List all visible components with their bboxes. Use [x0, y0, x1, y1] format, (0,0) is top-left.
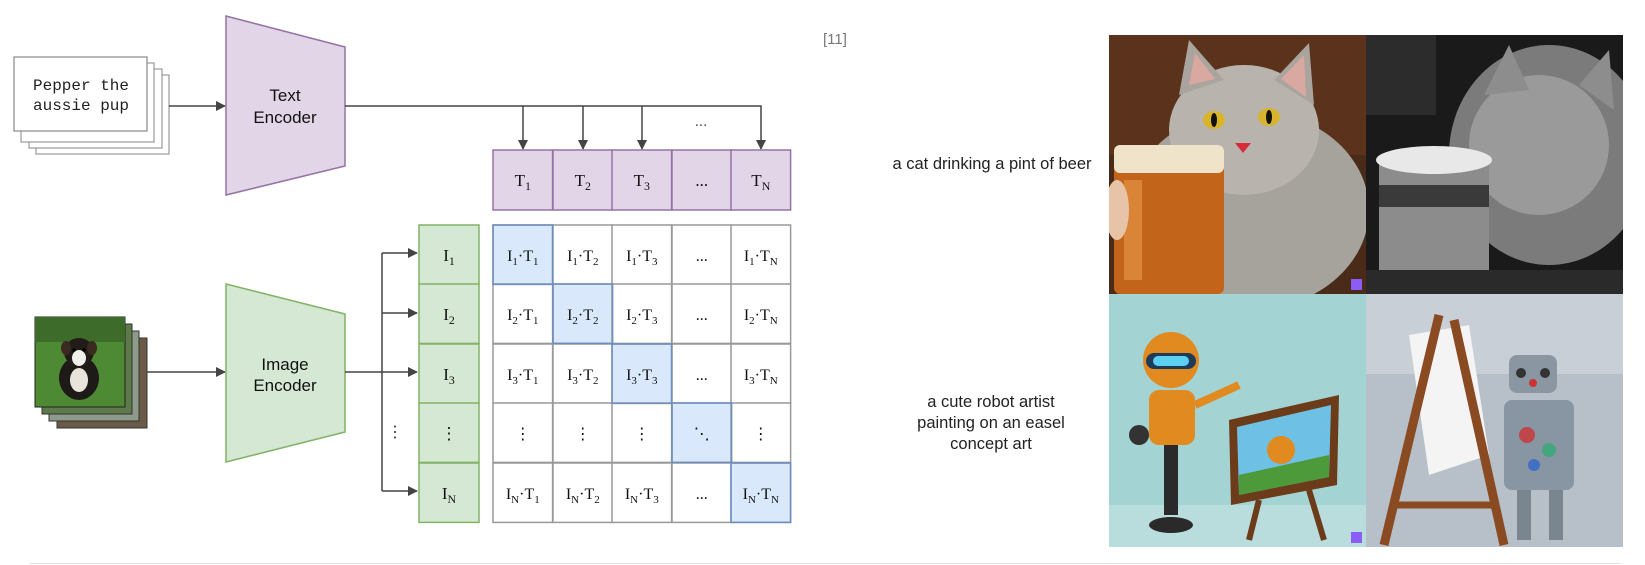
matrix-cell-label: I2·TN — [744, 307, 778, 327]
matrix-cell-label: ⋮ — [575, 426, 591, 443]
matrix-cell — [611, 402, 673, 464]
text-embedding-arrows — [345, 105, 766, 150]
matrix-cell — [492, 283, 554, 345]
matrix-cell-label: IN·T1 — [506, 486, 540, 506]
matrix-cell-label: IN·T3 — [625, 486, 659, 506]
matrix-cell-label: I3·TN — [744, 367, 778, 387]
caption-line: a cute robot artist — [927, 393, 1055, 411]
caption-line: a cat drinking a pint of beer — [892, 155, 1092, 173]
bottom-divider — [30, 563, 1620, 564]
text-encoder: Text Encoder — [225, 15, 346, 196]
matrix-cell-label: I3·T2 — [567, 367, 598, 387]
matrix-cell-label: I1·T3 — [626, 248, 658, 268]
image-embedding-arrows — [345, 248, 418, 496]
image-encoder-label-1: Image — [261, 355, 308, 374]
matrix-cell-label: IN·T2 — [566, 486, 600, 506]
text-encoder-label-2: Encoder — [253, 108, 317, 127]
matrix-cell-label: I2·T3 — [626, 307, 658, 327]
matrix-cell — [730, 402, 792, 464]
image-embedding-cell — [418, 283, 480, 345]
image-embedding-label: IN — [442, 484, 457, 506]
text-encoder-label-1: Text — [269, 86, 300, 105]
matrix-cell-label: ⋮ — [634, 426, 650, 443]
caption-cat-beer: a cat drinking a pint of beer — [876, 154, 1108, 175]
image-embedding-label: I1 — [443, 246, 455, 268]
image-cat-beer-color — [1109, 35, 1369, 310]
caption-line: painting on an easel — [917, 414, 1065, 432]
left-dots: ⋮ — [387, 424, 403, 441]
matrix-cell-label: I1·T2 — [567, 248, 598, 268]
matrix-cell — [552, 402, 614, 464]
text-input-line-2: aussie pup — [33, 97, 129, 115]
image-embedding-cell — [418, 402, 480, 464]
image-encoder: Image Encoder — [225, 283, 346, 463]
matrix-cell-label: ... — [696, 486, 708, 503]
matrix-cell-label: I3·T3 — [626, 367, 658, 387]
matrix-cell — [492, 462, 554, 524]
matrix-cell — [671, 462, 733, 524]
matrix-cell — [671, 283, 733, 345]
matrix-cell-label: ... — [696, 307, 708, 324]
matrix-cell-label: I2·T2 — [567, 307, 598, 327]
matrix-cell-diagonal-border — [552, 283, 614, 345]
caption-line: concept art — [950, 435, 1032, 453]
matrix-cell-diagonal-border — [492, 224, 554, 286]
text-embedding-label: TN — [751, 171, 770, 193]
matrix-cell-label: IN·TN — [743, 486, 779, 506]
matrix-cell — [671, 224, 733, 286]
matrix-cell — [552, 462, 614, 524]
matrix-cell-label: I3·T1 — [507, 367, 538, 387]
matrix-cell — [671, 343, 733, 405]
matrix-cell-label: I2·T1 — [507, 307, 538, 327]
matrix-cell — [730, 283, 792, 345]
image-cat-beer-bw — [1366, 35, 1623, 294]
similarity-matrix: I1·T1 I1·T2 I1·T3... I1·TN I2·T1 I2·T2 I2·T3..… — [492, 224, 792, 524]
text-embedding-cell — [730, 149, 792, 211]
caption-robot-artist: a cute robot artist painting on an easel… — [883, 392, 1099, 455]
matrix-cell — [611, 224, 673, 286]
matrix-cell-label: ... — [696, 248, 708, 265]
top-ellipsis: ... — [695, 113, 708, 130]
text-embedding-label: T2 — [575, 171, 591, 193]
matrix-cell-label: ⋮ — [753, 426, 769, 443]
matrix-cell-label: ... — [696, 367, 708, 384]
puppy-photo — [34, 316, 126, 408]
matrix-cell-label: I1·TN — [744, 248, 778, 268]
text-embedding-row: T1 T2 T3... TN — [492, 149, 792, 211]
image-embedding-cell — [418, 343, 480, 405]
matrix-cell-diagonal-border — [611, 343, 673, 405]
image-embedding-label: I3 — [443, 365, 455, 387]
image-input-stack — [34, 316, 148, 429]
matrix-cell-diagonal-border — [671, 402, 733, 464]
generated-images-grid — [1109, 35, 1623, 547]
matrix-cell — [730, 224, 792, 286]
image-robot-artist-cartoon — [1109, 294, 1366, 547]
text-embedding-label: T1 — [515, 171, 531, 193]
text-embedding-cell — [492, 149, 554, 211]
reference-number: [11] — [823, 31, 847, 48]
text-embedding-cell — [671, 149, 733, 211]
image-embedding-cell — [418, 462, 480, 524]
image-embedding-label: ⋮ — [441, 424, 458, 443]
text-embedding-cell — [552, 149, 614, 211]
matrix-cell-label: I1·T1 — [507, 248, 538, 268]
text-input-stack: Pepper the aussie pup — [13, 56, 170, 155]
text-embedding-label: ... — [695, 171, 708, 190]
matrix-cell-label: ⋱ — [694, 426, 710, 443]
text-embedding-label: T3 — [634, 171, 650, 193]
matrix-cell — [492, 343, 554, 405]
matrix-cell — [492, 402, 554, 464]
text-input-line-1: Pepper the — [33, 77, 129, 95]
image-robot-artist-photo — [1366, 294, 1623, 547]
matrix-cell — [730, 343, 792, 405]
image-embedding-label: I2 — [443, 305, 455, 327]
matrix-cell-diagonal-border — [730, 462, 792, 524]
matrix-cell-label: ⋮ — [515, 426, 531, 443]
image-encoder-label-2: Encoder — [253, 376, 317, 395]
